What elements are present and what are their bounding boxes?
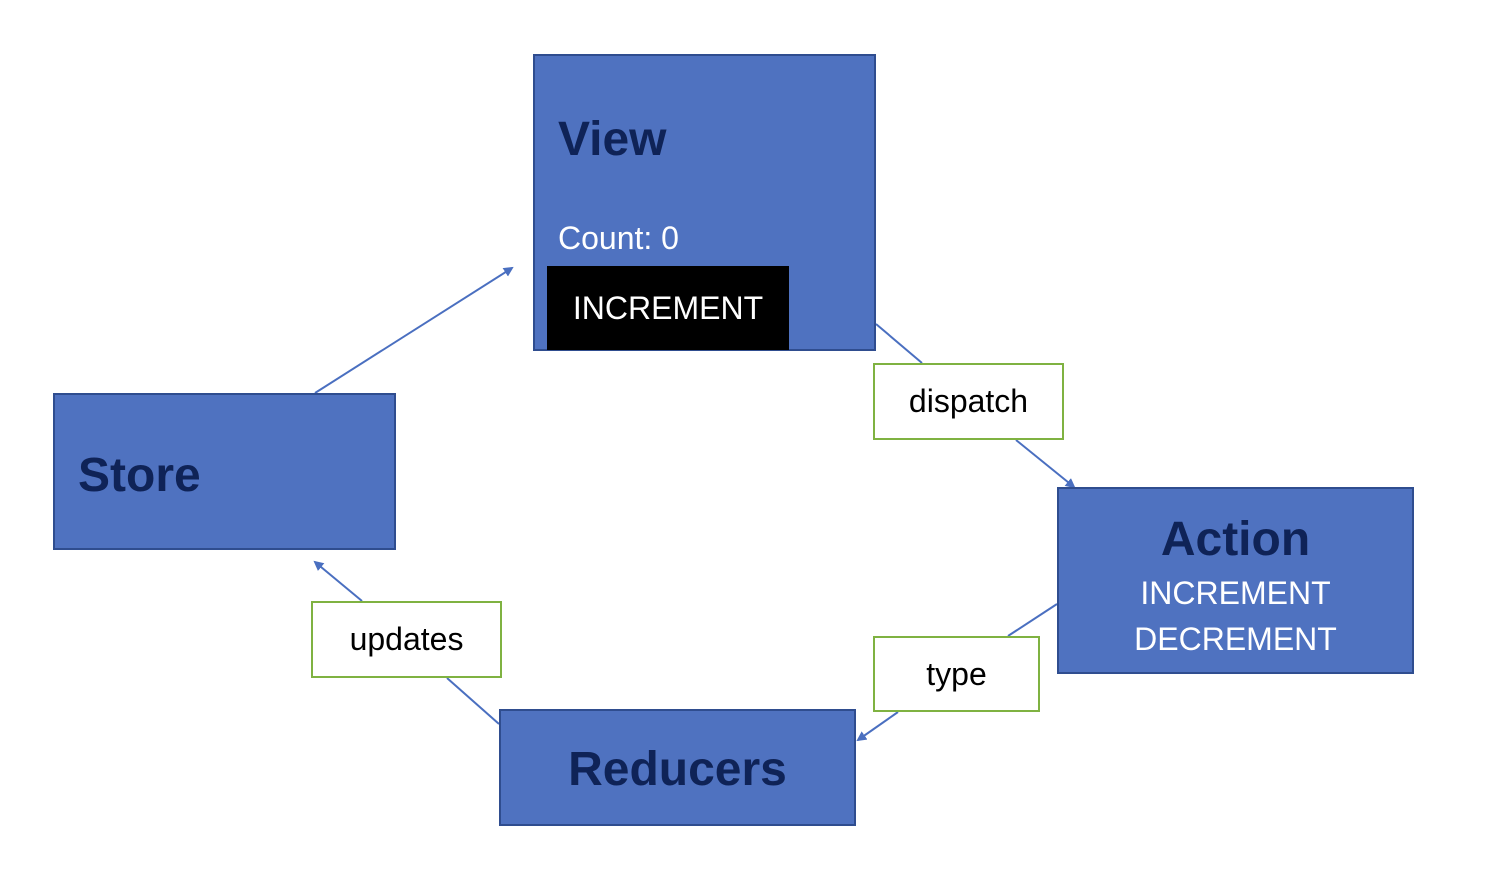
store-title: Store — [78, 449, 201, 502]
view-to-action-arrow — [1015, 439, 1076, 489]
view-count-text: Count: 0 — [558, 220, 679, 256]
reducers-to-store-arrow — [313, 560, 363, 602]
updates-edge-label: updates — [311, 601, 502, 678]
reducers-node: Reducers — [499, 709, 856, 826]
action-type-decrement: DECREMENT — [1134, 621, 1337, 657]
action-to-reducers-line — [1007, 603, 1058, 637]
action-to-reducers-arrow — [856, 711, 899, 742]
action-type-increment: INCREMENT — [1140, 575, 1331, 611]
view-title: View — [558, 113, 667, 166]
view-to-action-line — [875, 323, 923, 364]
store-node: Store — [53, 393, 396, 550]
reducers-to-store-line — [446, 677, 500, 725]
dispatch-edge-label: dispatch — [873, 363, 1064, 440]
type-edge-label: type — [873, 636, 1040, 712]
store-to-view-arrow — [314, 266, 514, 394]
action-title: Action — [1160, 513, 1311, 566]
view-node: View Count: 0 INCREMENT — [533, 54, 876, 351]
action-node: Action INCREMENT DECREMENT — [1057, 487, 1414, 674]
reducers-title: Reducers — [568, 743, 787, 796]
increment-button[interactable]: INCREMENT — [547, 266, 789, 350]
